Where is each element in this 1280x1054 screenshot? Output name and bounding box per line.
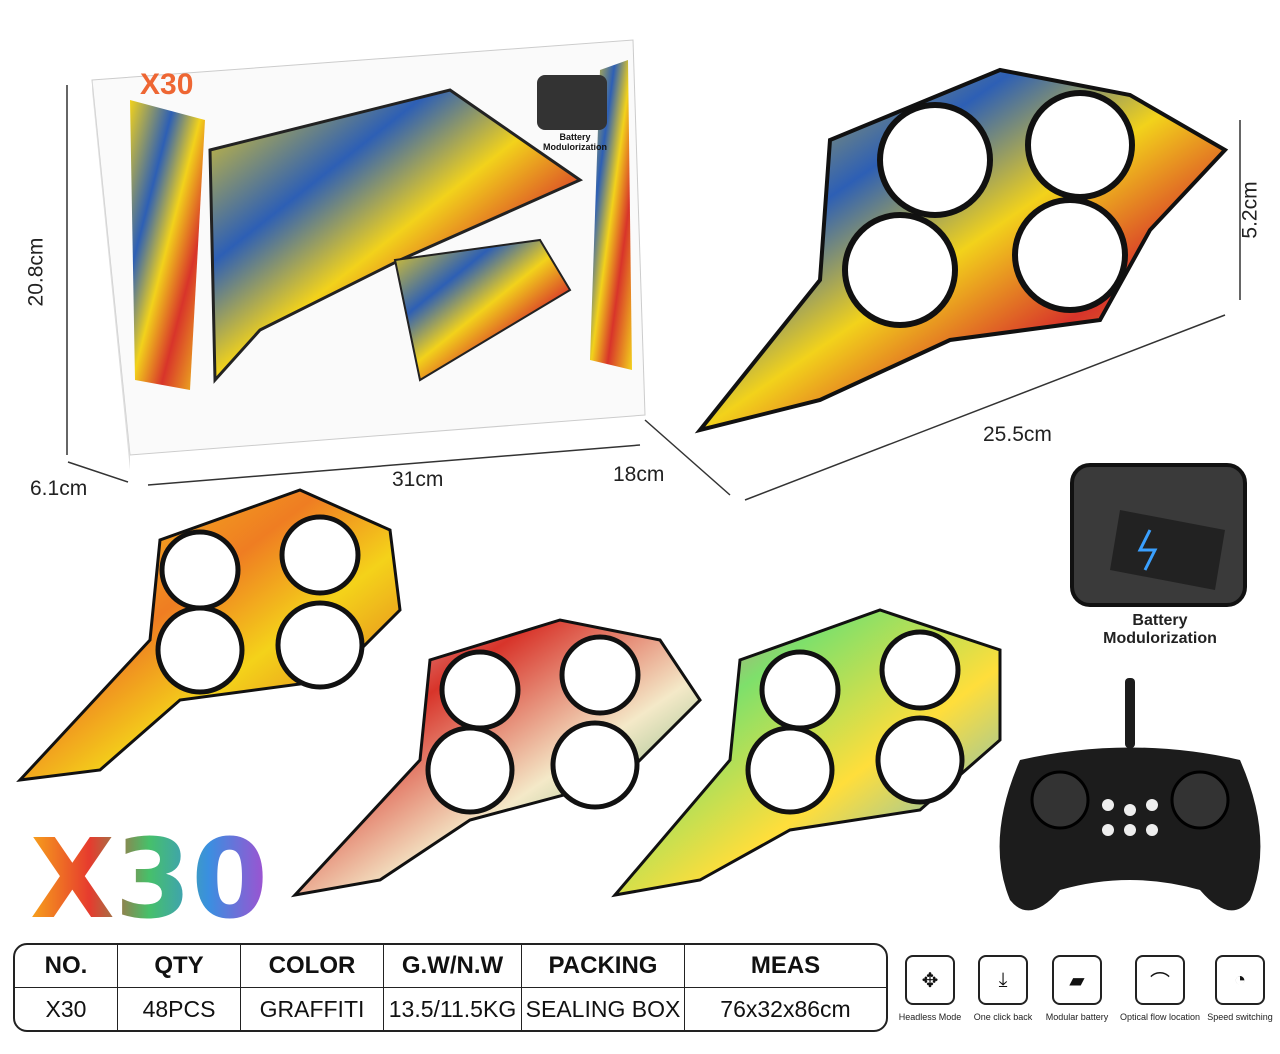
remote-controller <box>999 678 1261 911</box>
feature-optical-flow: ⌒ Optical flow location <box>1120 955 1200 1022</box>
feature-speed-switching: ◔ Speed switching <box>1200 955 1280 1022</box>
feature-label: Modular battery <box>1045 1012 1109 1022</box>
dim-drone-length: 25.5cm <box>983 423 1052 446</box>
compass-icon: ✥ <box>905 955 955 1005</box>
header-color: COLOR <box>241 945 384 988</box>
feature-label: One click back <box>973 1012 1033 1022</box>
battery-icon: ▰ <box>1052 955 1102 1005</box>
header-no: NO. <box>15 945 118 988</box>
drone-large <box>694 67 1229 434</box>
spec-header-row: NO. QTY COLOR G.W/N.W PACKING MEAS <box>15 945 886 988</box>
dim-box-height: 20.8cm <box>24 237 48 307</box>
return-home-icon: ⤓ <box>978 955 1028 1005</box>
header-packing: PACKING <box>522 945 685 988</box>
box-logo: X30 <box>140 68 194 101</box>
feature-label: Optical flow location <box>1120 1012 1201 1022</box>
feature-headless-mode: ✥ Headless Mode <box>890 955 970 1022</box>
feature-modular-battery: ▰ Modular battery <box>1037 955 1117 1022</box>
dimension-lines <box>66 85 1241 501</box>
feature-label: Headless Mode <box>898 1012 962 1022</box>
battery-callout-label: Battery Modulorization <box>1103 612 1217 647</box>
cell-color: GRAFFITI <box>241 988 384 1030</box>
speedometer-icon: ◔ <box>1215 955 1265 1005</box>
box-badge: Battery Modulorization <box>543 132 607 152</box>
drone-graffiti-white <box>290 618 702 898</box>
header-weight: G.W/N.W <box>384 945 522 988</box>
cell-packing: SEALING BOX <box>522 988 685 1030</box>
cell-weight: 13.5/11.5KG <box>384 988 522 1030</box>
feature-label: Speed switching <box>1207 1012 1273 1022</box>
cell-qty: 48PCS <box>118 988 241 1030</box>
dim-drone-width: 18cm <box>613 463 665 486</box>
dim-box-depth: 6.1cm <box>30 477 88 500</box>
dim-box-width: 31cm <box>392 468 444 491</box>
spec-row: X30 48PCS GRAFFITI 13.5/11.5KG SEALING B… <box>15 988 886 1030</box>
cell-no: X30 <box>15 988 118 1030</box>
cell-meas: 76x32x86cm <box>720 995 851 1022</box>
spec-table: NO. QTY COLOR G.W/N.W PACKING MEAS X30 4… <box>13 943 888 1032</box>
header-meas: MEAS <box>685 945 886 988</box>
drone-splatter <box>611 608 1002 898</box>
dim-drone-height: 5.2cm <box>1238 181 1262 239</box>
header-qty: QTY <box>118 945 241 988</box>
optical-flow-icon: ⌒ <box>1135 955 1185 1005</box>
battery-module-photo <box>1070 463 1247 607</box>
feature-one-click-back: ⤓ One click back <box>963 955 1043 1022</box>
drone-yellow <box>16 488 402 782</box>
package-box <box>91 39 646 470</box>
x30-logo: X30 <box>30 815 268 943</box>
